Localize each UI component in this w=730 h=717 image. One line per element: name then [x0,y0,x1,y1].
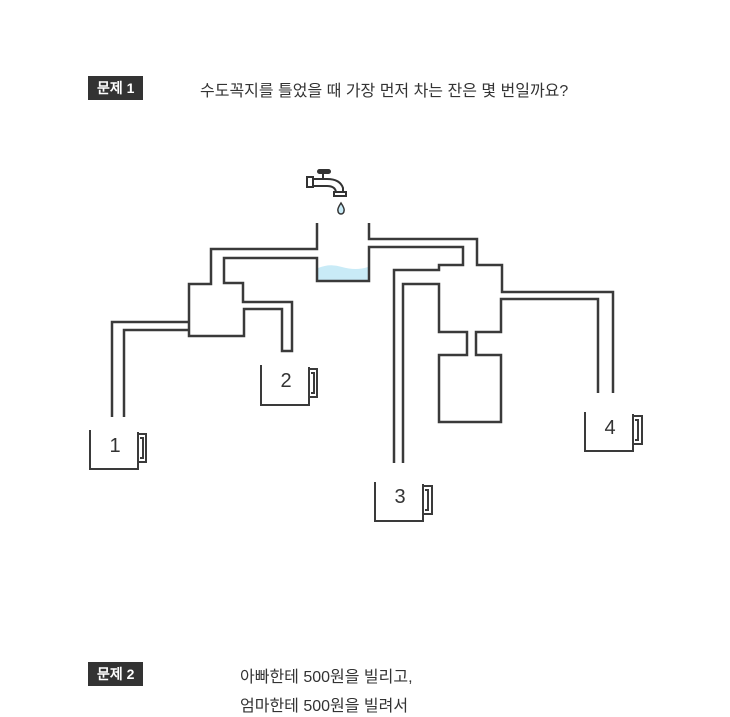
problem-2-badge: 문제 2 [88,662,144,686]
pipe-right-outer [367,223,615,393]
problem-1-question: 수도꼭지를 틀었을 때 가장 먼저 차는 잔은 몇 번일까요? [200,83,569,100]
cup-2-number: 2 [280,370,291,392]
cup-3[interactable]: 3 [374,482,433,522]
water [318,265,368,280]
pipe-left-outer [110,223,465,463]
problem-2-line-2: 엄마한테 500원을 빌려서 [240,698,409,715]
faucet-icon [306,169,347,197]
problem-1-badge: 문제 1 [88,76,144,100]
water-drop-icon [337,201,345,215]
cup-4-number: 4 [604,417,615,439]
cup-3-number: 3 [394,486,405,508]
cup-4[interactable]: 4 [584,412,643,452]
cup-1-number: 1 [109,435,120,457]
cup-2[interactable]: 2 [260,365,318,406]
cup-1[interactable]: 1 [89,430,147,470]
problem-2-line-1: 아빠한테 500원을 빌리고, [240,669,413,686]
pipe-right-inner [401,282,600,463]
